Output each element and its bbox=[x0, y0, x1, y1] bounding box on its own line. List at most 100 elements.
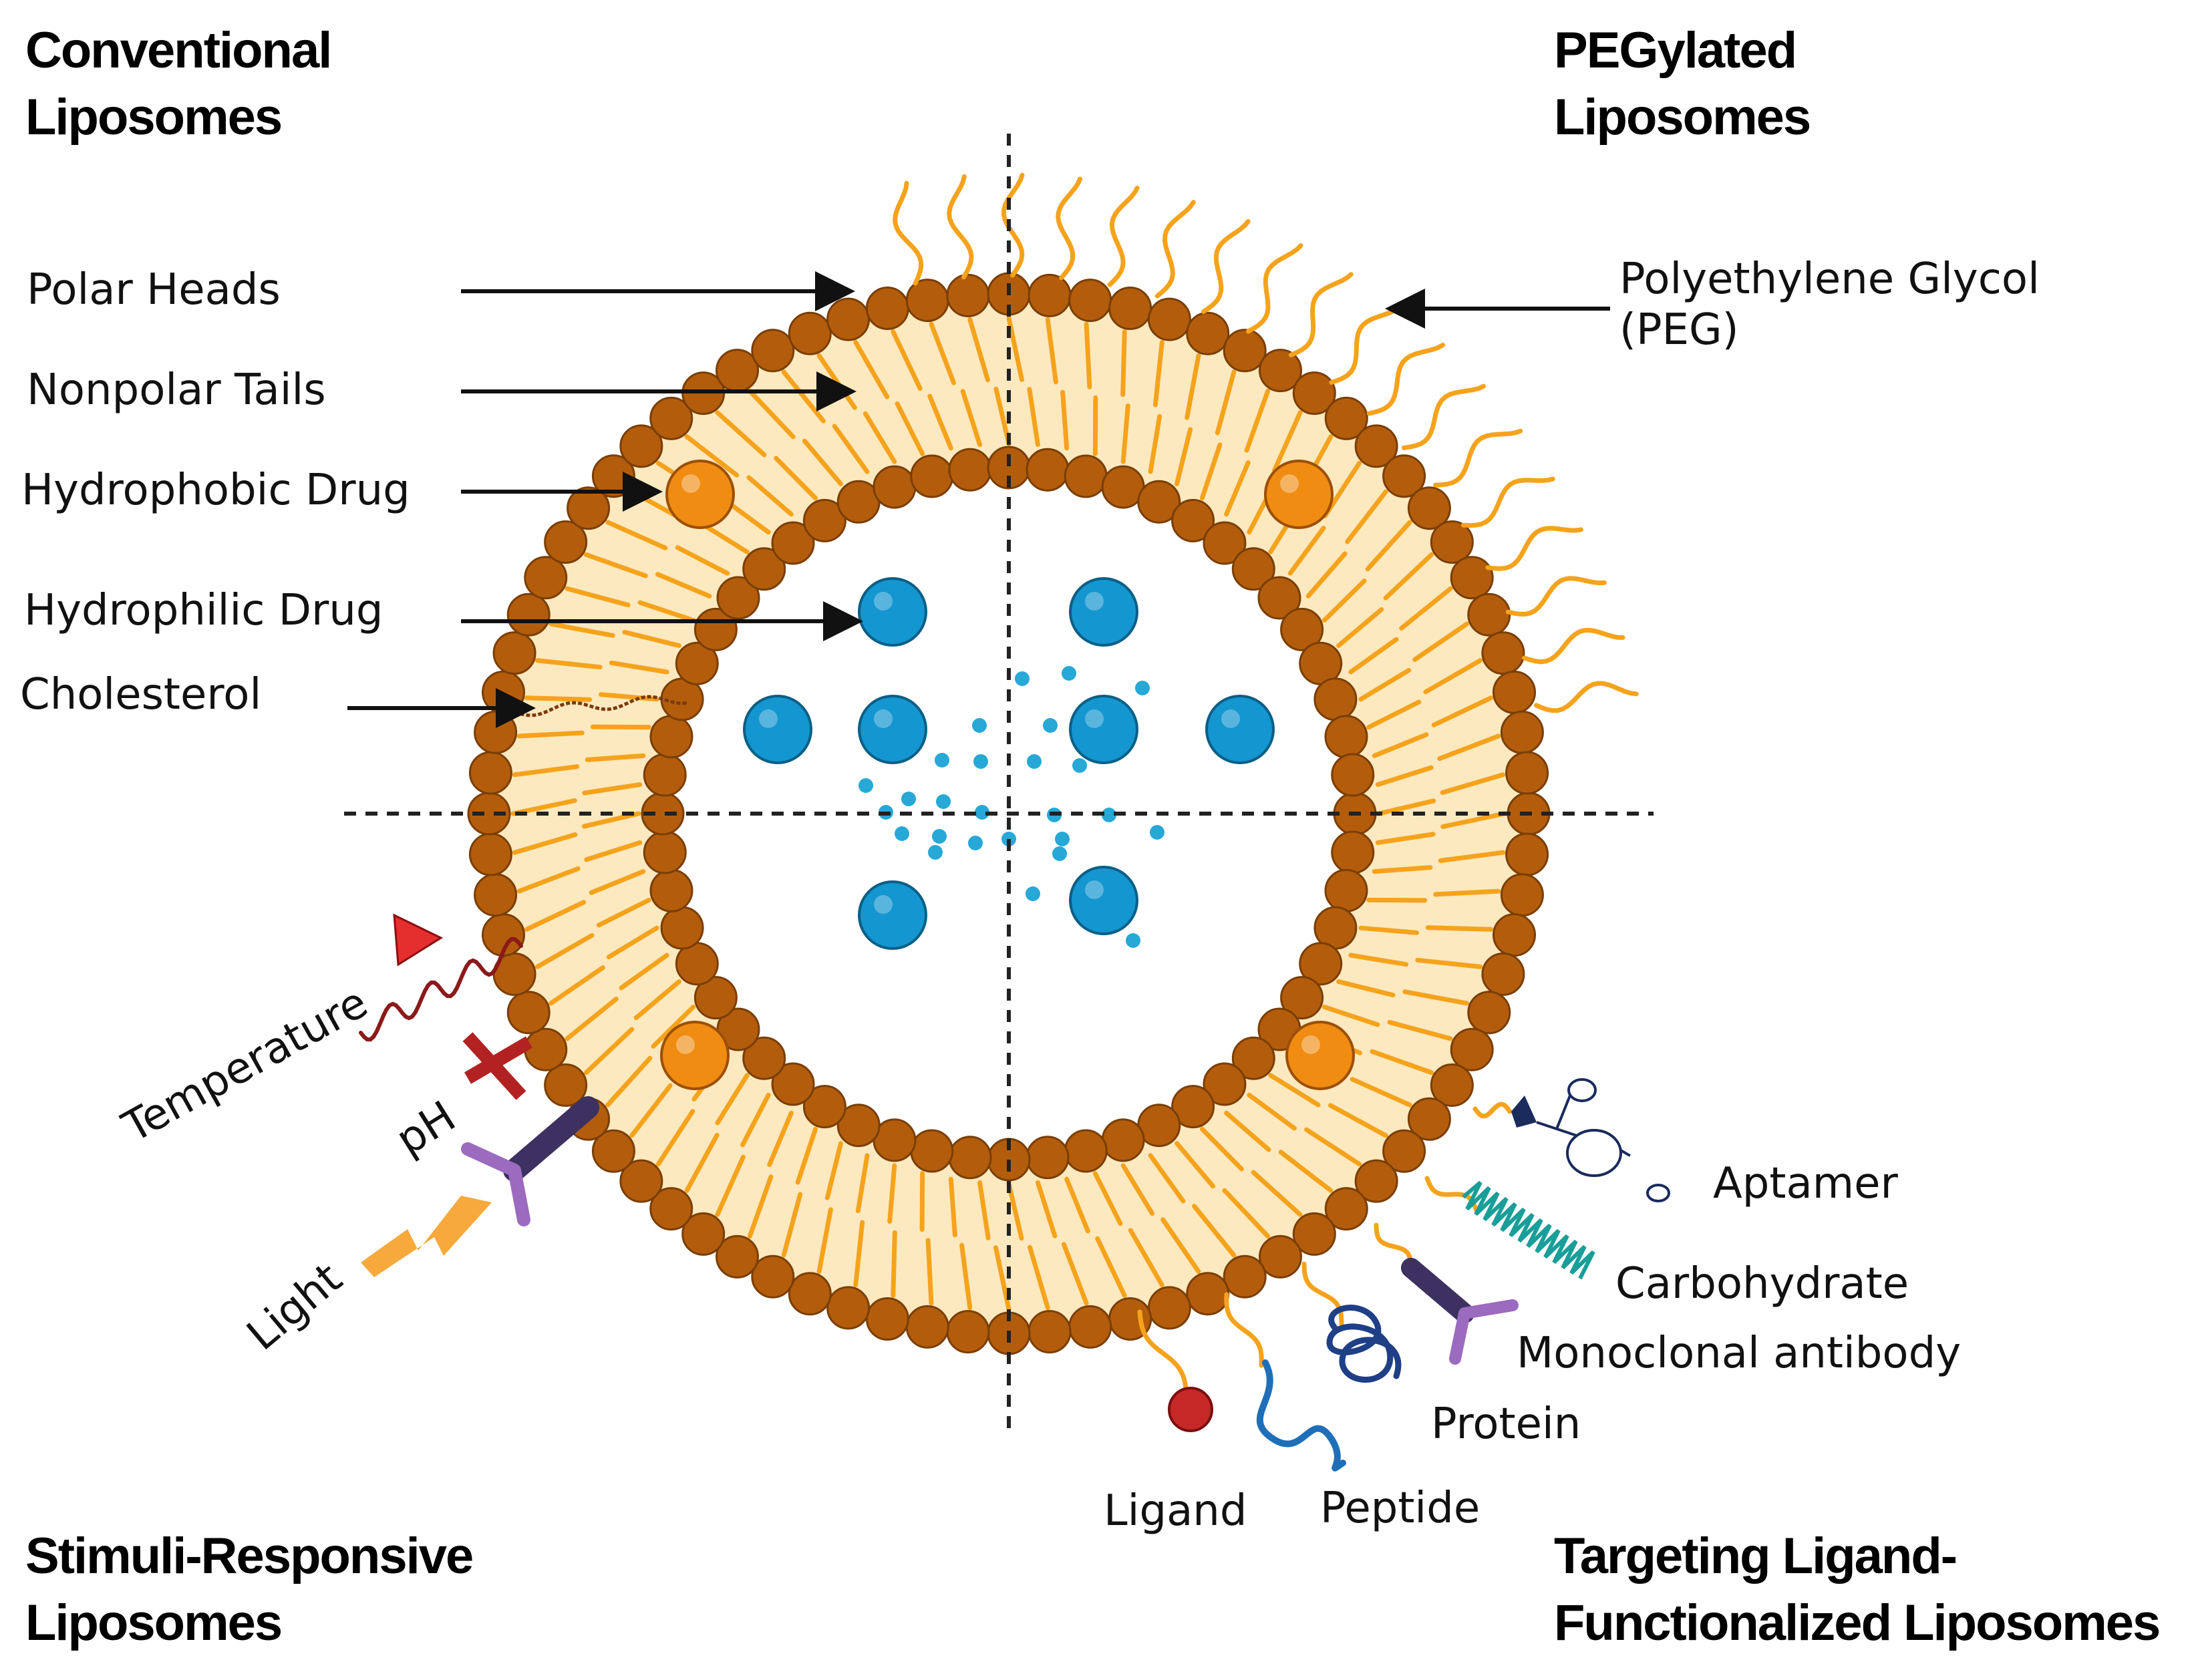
outer-polar-head bbox=[591, 1129, 635, 1173]
inner-tail bbox=[1175, 1141, 1216, 1189]
outer-polar-head bbox=[946, 273, 990, 317]
outer-polar-head bbox=[1481, 631, 1525, 675]
outer-tail bbox=[629, 1083, 673, 1138]
inner-tail bbox=[740, 1092, 771, 1148]
peg-chain bbox=[893, 180, 924, 286]
outer-tail bbox=[516, 866, 581, 894]
outer-tail bbox=[684, 434, 740, 478]
hydrophilic-dot bbox=[1015, 671, 1030, 686]
hydrophobic-drug bbox=[1285, 1021, 1355, 1090]
inner-polar-head bbox=[693, 976, 738, 1020]
outer-polar-head bbox=[1068, 1305, 1112, 1349]
outer-polar-head bbox=[1407, 486, 1451, 530]
hydrophobic-drug bbox=[1264, 460, 1334, 529]
protein-tangle bbox=[1326, 1305, 1402, 1383]
outer-polar-head bbox=[1324, 1187, 1368, 1231]
ligand-tether bbox=[1472, 1102, 1513, 1119]
inner-polar-head bbox=[660, 906, 704, 950]
label-peg: Polyethylene Glycol(PEG) bbox=[1619, 255, 2040, 355]
inner-polar-head bbox=[643, 753, 687, 797]
outer-tail bbox=[1160, 1217, 1201, 1275]
inner-tail bbox=[606, 925, 659, 960]
inner-tail bbox=[1375, 765, 1434, 788]
hydrophilic-dot bbox=[1055, 832, 1070, 846]
inner-tail bbox=[1035, 1180, 1058, 1238]
outer-polar-head bbox=[1028, 273, 1072, 317]
inner-tail bbox=[795, 1126, 818, 1185]
aptamer-hairpin bbox=[1567, 1078, 1597, 1102]
lipid-bilayer bbox=[467, 272, 1551, 1355]
label-ligand: Ligand bbox=[1104, 1486, 1247, 1536]
outer-tail bbox=[1350, 1077, 1412, 1108]
outer-polar-head bbox=[1108, 286, 1152, 330]
outer-polar-head bbox=[715, 349, 759, 393]
inner-tail bbox=[584, 840, 643, 862]
inner-tail bbox=[581, 811, 641, 829]
hydrophilic-dot bbox=[1150, 825, 1164, 840]
hydrophilic-dot bbox=[1026, 886, 1040, 901]
inner-tail bbox=[919, 1171, 925, 1232]
outer-polar-head bbox=[1493, 913, 1537, 957]
outer-polar-head bbox=[1505, 832, 1549, 876]
outer-polar-head bbox=[468, 751, 512, 795]
hydrophobic-drug bbox=[665, 460, 735, 529]
outer-tail bbox=[1272, 410, 1303, 473]
peg-chain bbox=[1433, 428, 1523, 488]
inner-tail bbox=[715, 1073, 750, 1126]
hydrophobic-drug-shine bbox=[1301, 1035, 1320, 1054]
outer-tail bbox=[1425, 925, 1493, 932]
antibody-stem bbox=[1401, 1258, 1474, 1323]
heat-wave bbox=[359, 937, 523, 1042]
inner-polar-head bbox=[1101, 1118, 1145, 1162]
outer-polar-head bbox=[468, 832, 512, 876]
ligand-tether bbox=[1374, 1222, 1414, 1271]
inner-polar-head bbox=[1231, 547, 1275, 591]
outer-polar-head bbox=[1223, 1254, 1267, 1299]
hydrophilic-dot bbox=[932, 829, 947, 844]
inner-polar-head bbox=[802, 498, 846, 542]
hydrophilic-dot bbox=[972, 718, 987, 733]
inner-tail bbox=[1348, 637, 1399, 675]
outer-polar-head bbox=[1500, 873, 1544, 917]
inner-polar-head bbox=[742, 1036, 786, 1080]
inner-tail bbox=[802, 438, 843, 486]
inner-tail bbox=[1375, 832, 1436, 845]
outer-polar-head bbox=[1382, 1129, 1426, 1173]
hydrophilic-drug bbox=[1205, 695, 1275, 764]
inner-tail bbox=[767, 1110, 794, 1168]
inner-tail bbox=[1376, 798, 1436, 816]
outer-tail bbox=[1402, 989, 1470, 1006]
ligand-tether bbox=[1137, 1309, 1189, 1397]
outer-tail bbox=[1152, 339, 1164, 407]
ligand-sphere bbox=[1168, 1387, 1213, 1432]
inner-polar-head bbox=[1324, 715, 1368, 759]
outer-tail bbox=[1440, 811, 1507, 829]
outer-polar-head bbox=[681, 1212, 726, 1256]
inner-polar-head bbox=[1171, 1085, 1215, 1129]
inner-tail bbox=[1224, 1110, 1271, 1152]
inner-tail bbox=[824, 1141, 843, 1200]
outer-tail bbox=[1437, 733, 1501, 762]
outer-polar-head bbox=[788, 1272, 832, 1316]
inner-tail bbox=[948, 1176, 957, 1238]
inner-tail bbox=[609, 660, 669, 675]
outer-tail bbox=[1412, 621, 1470, 662]
hydrophilic-dot bbox=[1072, 758, 1087, 773]
inner-tail bbox=[1199, 442, 1223, 501]
outer-tail bbox=[605, 1055, 653, 1108]
outer-polar-head bbox=[1292, 371, 1336, 415]
inner-tail bbox=[633, 979, 681, 1021]
inner-tail bbox=[993, 386, 1011, 446]
inner-polar-head bbox=[910, 454, 954, 498]
outer-polar-head bbox=[649, 1187, 693, 1231]
inner-polar-head bbox=[1026, 1136, 1070, 1180]
outer-tail bbox=[1328, 1103, 1388, 1138]
outer-polar-head bbox=[1430, 1063, 1474, 1108]
inner-polar-head bbox=[873, 465, 917, 509]
inner-polar-head bbox=[1331, 830, 1375, 874]
inner-tail bbox=[1268, 1073, 1321, 1108]
outer-tail bbox=[1120, 329, 1127, 397]
inner-polar-head bbox=[742, 547, 786, 591]
inner-tail bbox=[1060, 389, 1070, 451]
